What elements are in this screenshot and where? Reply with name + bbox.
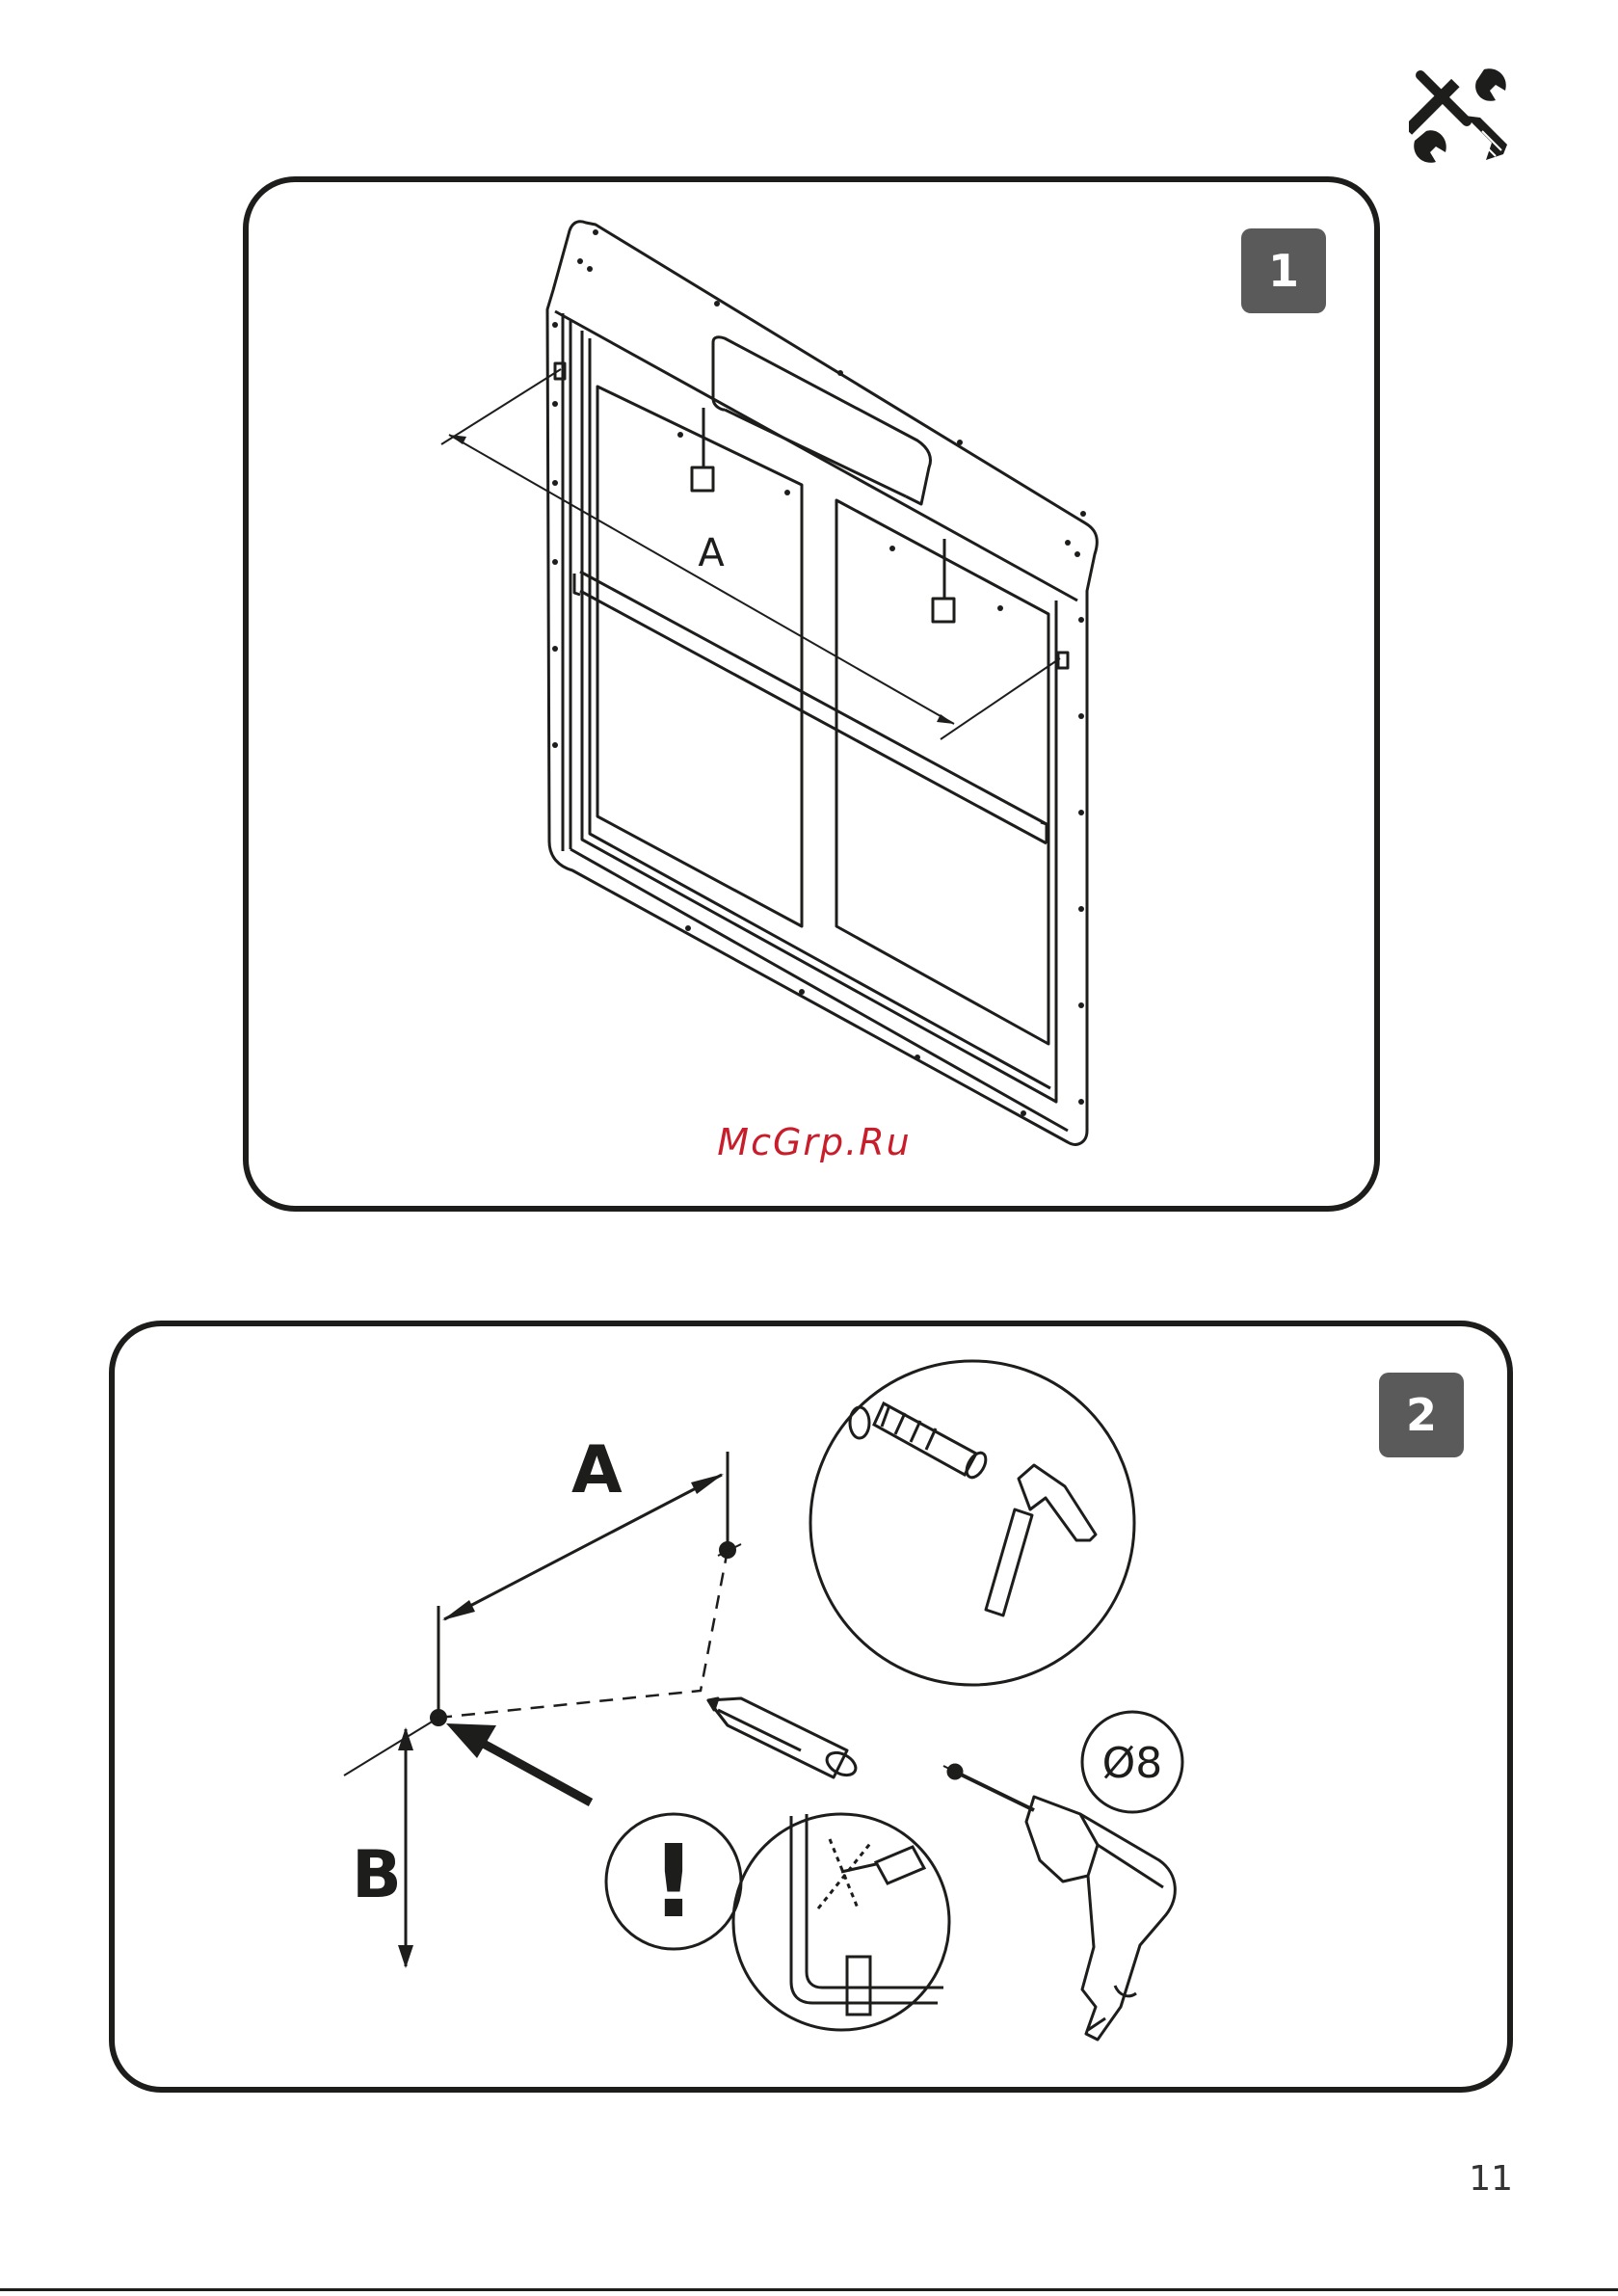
tools-icon (1409, 64, 1513, 168)
bottom-rule (0, 2288, 1618, 2291)
wall-marking-illustration: A B Ø8 (109, 1321, 1513, 2093)
mirror-cabinet-back-illustration: A (243, 176, 1380, 1212)
wall-plug-icon (850, 1403, 990, 1481)
step-2-dimension-a-label: A (571, 1432, 623, 1508)
power-drill-icon (943, 1765, 1175, 2040)
drill-bit-size-label: Ø8 (1102, 1739, 1163, 1788)
page-number: 11 (1436, 2159, 1513, 2199)
watermark: McGrp.Ru (675, 1121, 954, 1163)
hammer-icon (986, 1465, 1096, 1615)
warning-mark: ! (650, 1823, 696, 1940)
step-1-dimension-a-label: A (698, 531, 725, 575)
pencil-icon (708, 1698, 860, 1779)
step-2-dimension-b-label: B (352, 1837, 402, 1913)
